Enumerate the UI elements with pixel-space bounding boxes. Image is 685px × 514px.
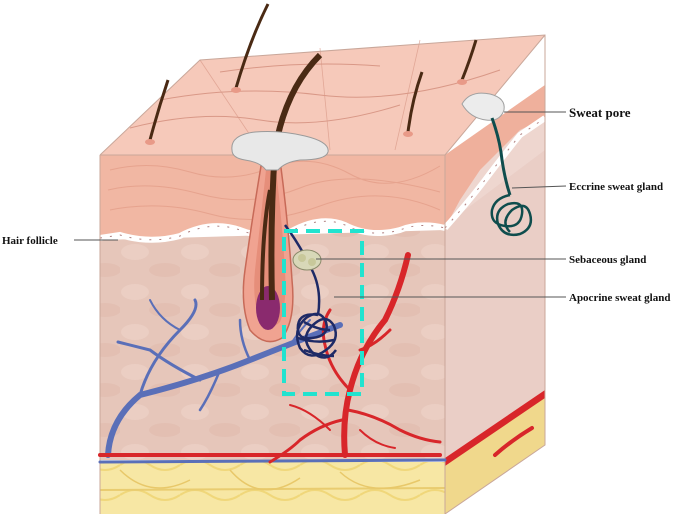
dermis-front-face <box>100 230 445 460</box>
hair-follicle <box>231 52 329 343</box>
right-face-dermis <box>445 150 545 462</box>
label-hair-follicle: Hair follicle <box>2 235 58 247</box>
surface-hairs <box>145 3 478 145</box>
apocrine-duct <box>283 224 321 316</box>
apocrine-highlight-box <box>282 229 364 396</box>
label-eccrine-sweat-gland: Eccrine sweat gland <box>569 181 663 193</box>
sebaceous-gland <box>292 249 322 271</box>
label-apocrine-sweat-gland: Apocrine sweat gland <box>569 292 670 304</box>
eccrine-duct <box>490 117 512 196</box>
hair-bulb <box>256 286 280 330</box>
label-sebaceous-gland: Sebaceous gland <box>569 254 646 266</box>
leader-lines <box>74 111 567 298</box>
apocrine-sweat-gland <box>295 312 338 359</box>
eccrine-sweat-gland <box>490 193 533 237</box>
epidermis-right-face <box>445 85 545 228</box>
right-face-vessel-band <box>445 390 545 466</box>
label-sweat-pore: Sweat pore <box>569 105 631 120</box>
sweat-pore <box>461 92 505 121</box>
